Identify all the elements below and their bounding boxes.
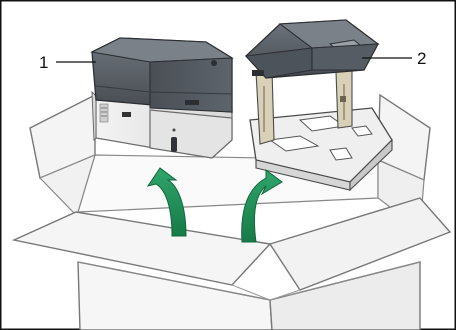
printer-handle [171,137,177,152]
callout-2-label: 2 [417,49,426,68]
printer-port [122,112,131,117]
component-1-printer [92,38,232,158]
callout-1-label: 1 [39,53,48,72]
